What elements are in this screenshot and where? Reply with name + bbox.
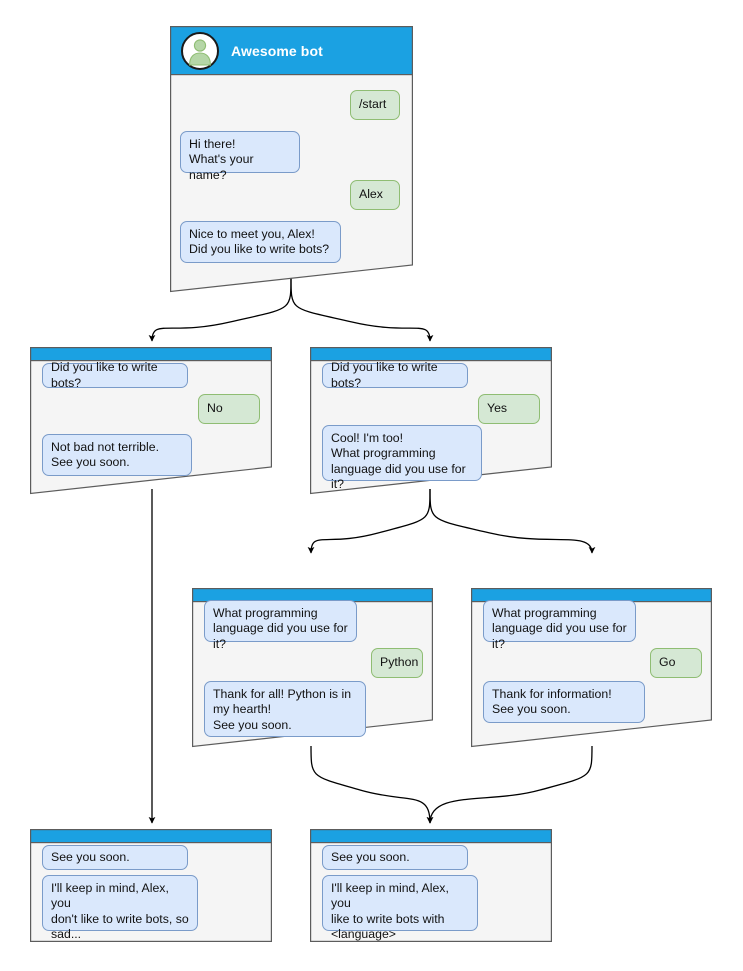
edge-go-to-end-yes: [426, 745, 593, 824]
edge-python-to-end-yes: [310, 745, 434, 824]
card-header-bar: [310, 829, 552, 843]
message-bubble-bot: See you soon.: [42, 845, 188, 870]
person-avatar-icon: [181, 32, 219, 70]
message-bubble-user: Alex: [350, 180, 400, 210]
message-bubble-bot: Nice to meet you, Alex! Did you like to …: [180, 221, 341, 263]
card-header-outline: [310, 829, 552, 844]
message-bubble-bot: Thank for information! See you soon.: [483, 681, 645, 723]
message-bubble-user: Yes: [478, 394, 540, 424]
card-branch-no[interactable]: Did you like to write bots? No Not bad n…: [30, 347, 272, 495]
message-bubble-bot: Did you like to write bots?: [322, 360, 468, 390]
message-bubble-user: /start: [350, 90, 400, 120]
card-header-bar: [30, 347, 272, 361]
message-bubble-user: No: [198, 394, 260, 424]
message-bubble-bot: Hi there! What's your name?: [180, 131, 300, 182]
card-awesome-bot-root[interactable]: Awesome bot /start Hi there! What's your…: [170, 26, 413, 293]
card-header-title: Awesome bot: [231, 43, 323, 59]
card-header-bar: [471, 588, 712, 602]
edge-yes-to-go: [429, 488, 596, 554]
card-branch-go[interactable]: What programming language did you use fo…: [471, 588, 712, 748]
message-bubble-bot: What programming language did you use fo…: [483, 600, 636, 651]
message-bubble-bot: Thank for all! Python is in my hearth! S…: [204, 681, 366, 737]
card-header-bar: [30, 829, 272, 843]
message-bubble-bot: What programming language did you use fo…: [204, 600, 357, 651]
message-bubble-user: Go: [650, 648, 702, 678]
edge-yes-to-python: [307, 488, 431, 554]
message-bubble-bot: Did you like to write bots?: [42, 360, 188, 390]
message-bubble-bot: I'll keep in mind, Alex, you don't like …: [42, 875, 198, 941]
card-header-bar: [192, 588, 433, 602]
card-end-yes[interactable]: See you soon. I'll keep in mind, Alex, y…: [310, 829, 552, 942]
card-branch-yes[interactable]: Did you like to write bots? Yes Cool! I'…: [310, 347, 552, 495]
message-bubble-bot: I'll keep in mind, Alex, you like to wri…: [322, 875, 478, 941]
card-header-bar: [310, 347, 552, 361]
message-bubble-bot: Cool! I'm too! What programming language…: [322, 425, 482, 491]
card-header-outline: [30, 347, 272, 362]
card-header-outline: [310, 347, 552, 362]
card-branch-python[interactable]: What programming language did you use fo…: [192, 588, 433, 748]
card-header-outline: [170, 26, 413, 76]
card-header-outline: [30, 829, 272, 844]
message-bubble-bot: Not bad not terrible. See you soon.: [42, 434, 192, 476]
card-end-no[interactable]: See you soon. I'll keep in mind, Alex, y…: [30, 829, 272, 942]
message-bubble-bot: See you soon.: [322, 845, 468, 870]
message-bubble-user: Python: [371, 648, 423, 678]
